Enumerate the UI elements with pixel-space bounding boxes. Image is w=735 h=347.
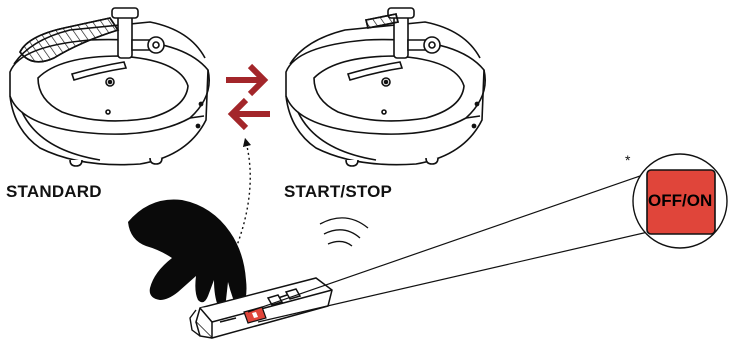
arrow-left-icon xyxy=(232,100,270,128)
dotted-arc-arrow-icon xyxy=(236,142,250,248)
off-on-button-label: OFF/ON xyxy=(648,191,712,211)
arrow-right-icon xyxy=(226,66,264,94)
start-stop-label: START/STOP xyxy=(284,182,392,202)
footnote-asterisk: * xyxy=(625,152,630,168)
signal-waves-icon xyxy=(320,218,368,246)
hand-icon xyxy=(128,199,247,310)
start-stop-washbasin xyxy=(286,22,485,166)
standard-label: STANDARD xyxy=(6,182,102,202)
